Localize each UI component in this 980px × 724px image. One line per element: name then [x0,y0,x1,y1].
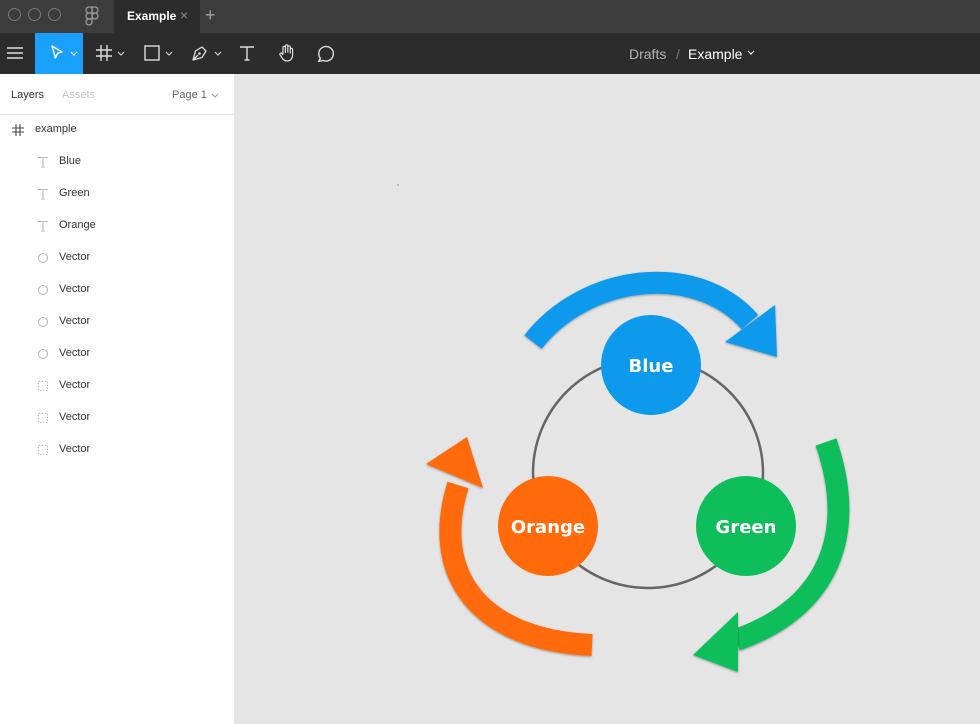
node-blue[interactable]: Blue [601,315,701,415]
layer-name: Vector [59,443,91,455]
cycle-diagram: Blue Green Orange [397,184,850,672]
layer-name: Vector [59,411,91,423]
chevron-down-icon[interactable] [211,93,219,99]
canvas[interactable]: Blue Green Orange [236,74,980,724]
blue-arrow[interactable] [524,271,777,357]
move-tool-button[interactable] [35,33,83,74]
node-green[interactable]: Green [696,476,796,576]
file-tab[interactable]: Example × [114,0,200,33]
layer-name: Vector [59,251,91,263]
chevron-down-icon [70,51,78,56]
orange-arrow[interactable] [426,437,593,656]
comment-tool-button[interactable] [313,33,339,74]
file-menu-chevron-icon[interactable] [747,50,755,56]
text-tool-button[interactable] [234,33,260,74]
ellipse-icon [37,316,49,328]
title-bar: Example × + [0,0,980,33]
vector-icon [38,381,48,391]
vector-icon [38,413,48,423]
frame-tool-button[interactable] [88,33,128,74]
close-window-button[interactable] [8,8,21,21]
breadcrumb-separator: / [676,46,680,62]
breadcrumb-file-name[interactable]: Example [688,46,743,62]
node-orange[interactable]: Orange [498,476,598,576]
layer-name: Orange [59,219,96,231]
layer-row[interactable]: Vector [0,434,235,466]
hand-tool-button[interactable] [274,33,300,74]
panel-divider [0,114,235,115]
tab-assets[interactable]: Assets [62,89,96,101]
toolbar: Drafts / Example [0,33,980,74]
layer-row[interactable]: Blue [0,146,235,178]
minimize-window-button[interactable] [28,8,41,21]
node-label-orange: Orange [511,517,585,538]
layer-row[interactable]: Orange [0,210,235,242]
layer-name: Green [59,187,90,199]
main-menu-button[interactable] [0,33,32,74]
shape-tool-button[interactable] [140,33,178,74]
text-tool-icon [240,46,254,61]
text-icon [38,156,48,168]
pen-tool-button[interactable] [186,33,226,74]
layer-row[interactable]: Vector [0,402,235,434]
layer-name: Vector [59,379,91,391]
ellipse-icon [37,252,49,264]
file-tab-title: Example [127,9,177,23]
chevron-down-icon [165,51,173,56]
layer-row[interactable]: Green [0,178,235,210]
layer-name: Vector [59,315,91,327]
pen-icon [192,46,207,61]
figma-logo-icon[interactable] [84,6,100,26]
layer-name: Vector [59,347,91,359]
hamburger-icon [7,47,23,59]
hand-icon [279,44,294,62]
layer-row[interactable]: Vector [0,338,235,370]
canvas-dot [397,184,399,186]
chevron-down-icon [214,51,222,56]
breadcrumb-drafts[interactable]: Drafts [629,46,667,62]
layer-row[interactable]: Vector [0,242,235,274]
layer-row[interactable]: Vector [0,306,235,338]
green-arrow[interactable] [693,438,850,672]
layer-row[interactable]: Vector [0,370,235,402]
layer-row[interactable]: Vector [0,274,235,306]
ellipse-icon [37,284,49,296]
ellipse-icon [37,348,49,360]
layer-name: Blue [59,155,82,167]
node-label-blue: Blue [629,356,674,377]
maximize-window-button[interactable] [48,8,61,21]
vector-icon [38,445,48,455]
page-selector[interactable]: Page 1 [172,89,207,101]
rectangle-icon [144,45,160,61]
frame-icon [96,45,112,61]
layer-row-frame[interactable]: example [0,114,235,146]
new-tab-button[interactable]: + [205,5,216,25]
close-tab-icon[interactable]: × [180,7,189,23]
text-icon [38,188,48,200]
chevron-down-icon [117,51,125,56]
layer-name: example [35,123,77,135]
node-label-green: Green [716,517,777,538]
frame-icon [12,124,24,136]
layer-name: Vector [59,283,91,295]
move-cursor-icon [51,45,63,59]
tab-layers[interactable]: Layers [11,89,45,101]
text-icon [38,220,48,232]
comment-icon [317,45,334,63]
